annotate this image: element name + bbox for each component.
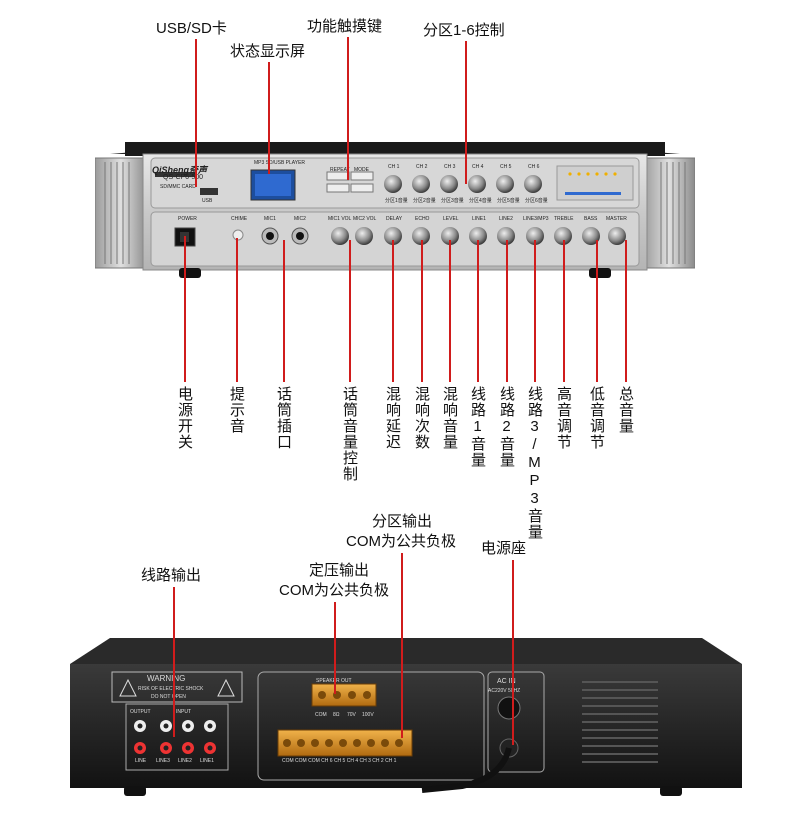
warning-line1: RISK OF ELECTRIC SHOCK bbox=[138, 686, 204, 692]
zone5-vol-label: 分区5音量 bbox=[497, 198, 520, 204]
line1-panel-label: LINE1 bbox=[472, 216, 486, 222]
mode-button-label: MODE bbox=[354, 167, 369, 173]
zone-terminals-label: COM COM COM CH 6 CH 5 CH 4 CH 3 CH 2 CH … bbox=[282, 758, 397, 764]
power-socket-label: 电源座 bbox=[481, 540, 527, 557]
zone-out-leader bbox=[401, 553, 403, 738]
mic-jack-label: 话筒插口 bbox=[275, 386, 292, 450]
warning-title: WARNING bbox=[147, 674, 186, 683]
line-out-leader bbox=[173, 587, 175, 737]
tap-100v-label: 100V bbox=[362, 712, 374, 718]
ac-in-label: AC IN bbox=[497, 678, 516, 685]
output-label: OUTPUT bbox=[130, 709, 151, 715]
line1-leader bbox=[477, 240, 479, 382]
player-label: MP3 SD/USB PLAYER bbox=[254, 160, 306, 166]
delay-panel-label: DELAY bbox=[386, 216, 403, 222]
mic1-panel-label: MIC1 bbox=[264, 216, 276, 222]
power-switch-label: 电源开关 bbox=[176, 386, 193, 450]
warning-line2: DO NOT OPEN bbox=[151, 694, 186, 700]
zone-out-sub: COM为公共负极 bbox=[346, 533, 456, 550]
zone-control-leader bbox=[465, 41, 467, 184]
delay-leader bbox=[392, 240, 394, 382]
echo-panel-label: ECHO bbox=[415, 216, 430, 222]
delay-label: 混响延迟 bbox=[384, 386, 401, 450]
zone6-vol-label: 分区6音量 bbox=[525, 198, 548, 204]
bass-panel-label: BASS bbox=[584, 216, 598, 222]
zone-out-label: 分区输出 bbox=[372, 513, 433, 530]
input-label: INPUT bbox=[176, 709, 191, 715]
usb-sd-label: USB/SD卡 bbox=[156, 20, 227, 37]
fixed-voltage-leader bbox=[334, 602, 336, 694]
zone1-vol-label: 分区1音量 bbox=[385, 198, 408, 204]
tap-com-label: COM bbox=[315, 712, 327, 718]
level-leader bbox=[449, 240, 451, 382]
tap-8ohm-label: 8Ω bbox=[333, 712, 340, 718]
sd-slot-label: SD/MMC CARD bbox=[160, 184, 196, 190]
mic-vol-label: 话筒音量控制 bbox=[341, 386, 358, 482]
zone4-vol-label: 分区4音量 bbox=[469, 198, 492, 204]
display-label: 状态显示屏 bbox=[230, 43, 306, 60]
mic-vol-leader bbox=[349, 240, 351, 382]
line3-in-label: LINE3 bbox=[156, 758, 170, 764]
function-keys-label: 功能触摸键 bbox=[307, 18, 383, 35]
level-label: 混响音量 bbox=[441, 386, 458, 450]
line-out-label: 线路输出 bbox=[141, 567, 202, 584]
repeat-button-label: REPEAT bbox=[330, 167, 350, 173]
power-switch-leader bbox=[184, 236, 186, 382]
echo-leader bbox=[421, 240, 423, 382]
usb-port-label: USB bbox=[202, 198, 213, 204]
line2-in-label: LINE2 bbox=[178, 758, 192, 764]
master-leader bbox=[625, 240, 627, 382]
treble-leader bbox=[563, 240, 565, 382]
line1-label: 线路1音量 bbox=[469, 386, 486, 468]
line-out-panel-label: LINE bbox=[135, 758, 147, 764]
zone3-vol-label: 分区3音量 bbox=[441, 198, 464, 204]
mic1vol-panel-label: MIC1 VOL bbox=[328, 216, 352, 222]
treble-panel-label: TREBLE bbox=[554, 216, 574, 222]
fixed-voltage-sub: COM为公共负极 bbox=[279, 582, 389, 599]
ch4-label: CH 4 bbox=[472, 164, 484, 170]
line3mp3-panel-label: LINE3/MP3 bbox=[523, 216, 549, 222]
bass-label: 低音调节 bbox=[588, 386, 605, 450]
mic2vol-panel-label: MIC2 VOL bbox=[353, 216, 377, 222]
display-leader bbox=[268, 62, 270, 174]
function-keys-leader bbox=[347, 37, 349, 180]
line2-leader bbox=[506, 240, 508, 382]
ch6-label: CH 6 bbox=[528, 164, 540, 170]
model-number: QS-CP6-500 bbox=[163, 174, 204, 181]
ch5-label: CH 5 bbox=[500, 164, 512, 170]
brand-logo: QiSheng奇声 bbox=[152, 165, 208, 175]
level-panel-label: LEVEL bbox=[443, 216, 459, 222]
line2-panel-label: LINE2 bbox=[499, 216, 513, 222]
mic2-panel-label: MIC2 bbox=[294, 216, 306, 222]
chime-leader bbox=[236, 238, 238, 382]
tap-70v-label: 70V bbox=[347, 712, 356, 718]
power-panel-label: POWER bbox=[178, 216, 197, 222]
speaker-out-label: SPEAKER OUT bbox=[316, 678, 352, 684]
ch1-label: CH 1 bbox=[388, 164, 400, 170]
bass-leader bbox=[596, 240, 598, 382]
zone-control-label: 分区1-6控制 bbox=[423, 22, 505, 39]
ch2-label: CH 2 bbox=[416, 164, 428, 170]
chime-panel-label: CHIME bbox=[231, 216, 248, 222]
ch3-label: CH 3 bbox=[444, 164, 456, 170]
chime-label: 提示音 bbox=[228, 386, 245, 434]
rear-panel-photo bbox=[62, 628, 748, 800]
echo-label: 混响次数 bbox=[413, 386, 430, 450]
line3-label: 线路3/MP3音量 bbox=[526, 386, 543, 540]
fixed-voltage-label: 定压输出 bbox=[309, 562, 370, 579]
line1-in-label: LINE1 bbox=[200, 758, 214, 764]
zone2-vol-label: 分区2音量 bbox=[413, 198, 436, 204]
power-socket-leader bbox=[512, 560, 514, 745]
master-panel-label: MASTER bbox=[606, 216, 627, 222]
mic-jack-leader bbox=[283, 240, 285, 382]
master-label: 总音量 bbox=[617, 386, 634, 434]
ac-spec-label: AC220V 50HZ bbox=[488, 688, 521, 694]
line3-leader bbox=[534, 240, 536, 382]
usb-sd-leader bbox=[195, 39, 197, 187]
line2-label: 线路2音量 bbox=[498, 386, 515, 468]
treble-label: 高音调节 bbox=[555, 386, 572, 450]
